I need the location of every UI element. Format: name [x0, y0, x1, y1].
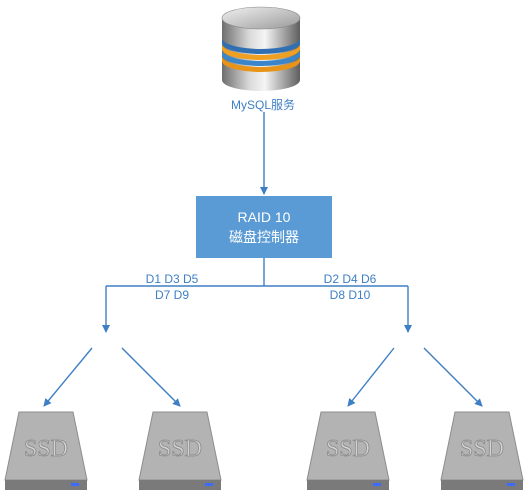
ssd-label: SSD: [326, 436, 370, 462]
ssd-label: SSD: [460, 436, 504, 462]
left-branch-line1: D1 D3 D5: [145, 272, 199, 286]
controller-title: RAID 10: [237, 209, 291, 225]
ssd-drive-icon: SSD: [138, 411, 222, 490]
ssd-drive-icon: SSD: [4, 411, 88, 490]
ssd-label: SSD: [158, 436, 202, 462]
ssd-drive-icon: SSD: [306, 411, 390, 490]
arrow-to-drive-4: [423, 347, 483, 407]
arrow-to-drive-3: [347, 347, 395, 407]
left-branch-label: D1 D3 D5 D7 D9: [137, 271, 207, 303]
left-branch-line2: D7 D9: [154, 288, 189, 302]
arrow-to-drive-2: [121, 347, 181, 407]
raid-controller-box: RAID 10 磁盘控制器: [196, 196, 332, 258]
right-branch-line1: D2 D4 D6: [323, 272, 377, 286]
database-icon: [221, 6, 301, 91]
database-label: MySQL服务: [230, 98, 295, 112]
arrow-to-drive-1: [43, 347, 93, 407]
right-branch-line2: D8 D10: [329, 288, 371, 302]
right-branch-label: D2 D4 D6 D8 D10: [315, 271, 385, 303]
controller-subtitle: 磁盘控制器: [229, 229, 299, 245]
ssd-label: SSD: [24, 436, 68, 462]
ssd-drive-icon: SSD: [440, 411, 524, 490]
